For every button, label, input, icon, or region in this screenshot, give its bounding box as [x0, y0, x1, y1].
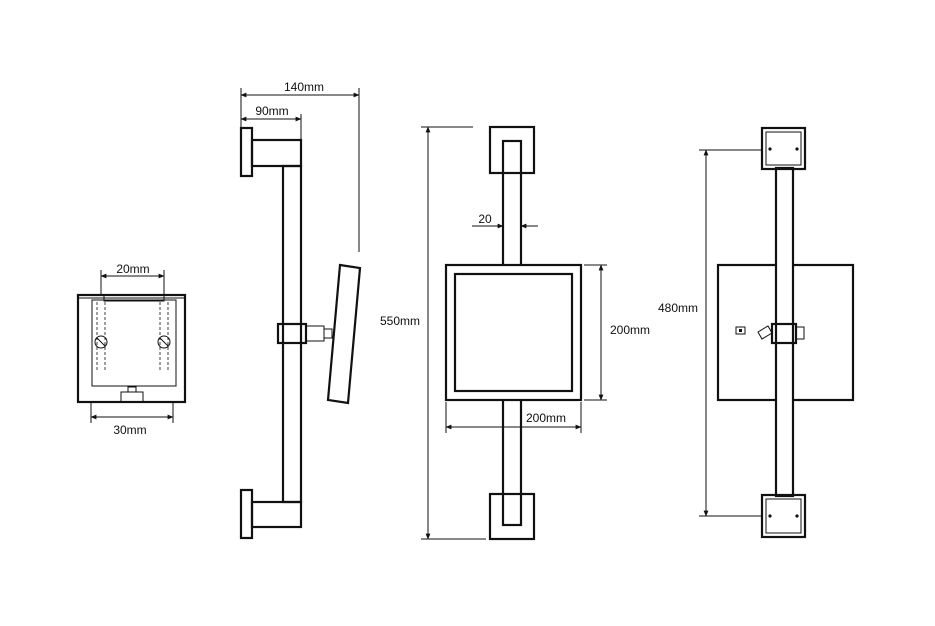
side-bar [281, 164, 303, 504]
bottom-wall-flange [239, 488, 254, 540]
dim-bracket-spacing: 480mm [658, 301, 698, 315]
front-view: 20 550mm 200mm 200mm [380, 125, 650, 541]
front-top-bracket [488, 125, 536, 175]
dim-hole-spacing: 20mm [116, 262, 149, 276]
dim-mirror-width: 200mm [526, 411, 566, 425]
side-mirror [326, 263, 362, 405]
side-view: 140mm 90mm [239, 80, 362, 540]
dim-mirror-height: 200mm [610, 323, 650, 337]
rear-view: 480mm [658, 126, 855, 539]
dim-plate-width: 30mm [113, 423, 146, 437]
front-mirror [444, 263, 583, 402]
top-wall-flange [239, 126, 254, 178]
dim-arm-total-depth: 140mm [284, 80, 324, 94]
rear-top-bracket [760, 126, 807, 171]
front-bottom-bracket [488, 492, 536, 541]
rear-bar [774, 166, 795, 498]
dim-wall-bracket-depth: 90mm [255, 104, 288, 118]
screw-left-icon [94, 335, 108, 349]
plate-inner [91, 299, 177, 387]
screw-right-icon [157, 335, 171, 349]
dim-total-height: 550mm [380, 314, 420, 328]
mounting-plate-view: 20mm 30mm [76, 262, 187, 437]
dim-bar-width: 20 [478, 212, 492, 226]
